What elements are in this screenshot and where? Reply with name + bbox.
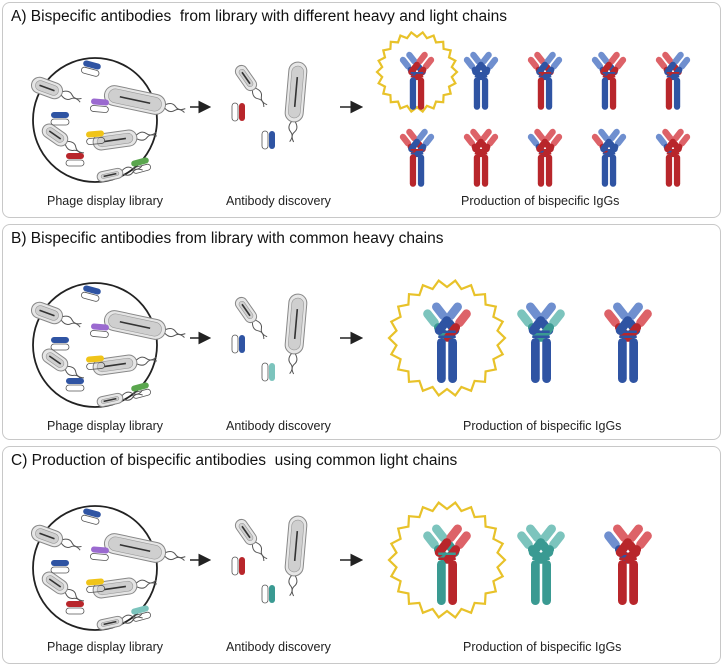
displayed-fragment-icon bbox=[80, 285, 101, 302]
displayed-fragment-icon bbox=[65, 378, 85, 392]
phage-icon bbox=[103, 85, 186, 115]
phage-icon bbox=[30, 76, 82, 103]
phage-icon bbox=[30, 301, 82, 328]
displayed-fragment-icon bbox=[261, 362, 275, 382]
phage-icon bbox=[92, 129, 158, 151]
phage-icon bbox=[41, 571, 85, 605]
highlight-star-icon bbox=[387, 501, 507, 619]
caption-antibody-discovery: Antibody discovery bbox=[226, 419, 331, 433]
displayed-fragment-icon bbox=[231, 556, 245, 576]
displayed-fragment-icon bbox=[131, 157, 152, 174]
displayed-fragment-icon bbox=[80, 60, 101, 77]
antibody-icon bbox=[463, 128, 499, 187]
highlight-star-icon bbox=[387, 279, 507, 397]
displayed-fragment-icon bbox=[86, 130, 105, 145]
caption-antibody-discovery: Antibody discovery bbox=[226, 194, 331, 208]
caption-antibody-discovery: Antibody discovery bbox=[226, 640, 331, 654]
phage-icon bbox=[41, 123, 85, 157]
displayed-fragment-icon bbox=[231, 102, 245, 122]
panel-title: A) Bispecific antibodies from library wi… bbox=[11, 8, 507, 25]
phage-icon bbox=[92, 354, 158, 376]
phage-icon bbox=[96, 165, 143, 183]
displayed-fragment-icon bbox=[90, 546, 109, 561]
phage-icon bbox=[284, 515, 308, 597]
displayed-fragment-icon bbox=[65, 153, 85, 167]
phage-icon bbox=[30, 524, 82, 551]
displayed-fragment-icon bbox=[50, 337, 70, 351]
caption-production-bispecific: Production of bispecific IgGs bbox=[463, 640, 622, 654]
displayed-fragment-icon bbox=[131, 382, 152, 399]
antibody-icon bbox=[655, 128, 691, 187]
displayed-fragment-icon bbox=[131, 605, 152, 622]
phage-icon bbox=[284, 61, 308, 143]
displayed-fragment-icon bbox=[65, 601, 85, 615]
displayed-fragment-icon bbox=[90, 323, 109, 338]
antibody-icon bbox=[604, 302, 652, 383]
antibody-icon bbox=[655, 51, 691, 110]
displayed-fragment-icon bbox=[80, 508, 101, 525]
phage-icon bbox=[103, 533, 186, 563]
panel-title: B) Bispecific antibodies from library wi… bbox=[11, 230, 444, 247]
displayed-fragment-icon bbox=[50, 112, 70, 126]
phage-icon bbox=[234, 518, 268, 562]
phage-icon bbox=[92, 577, 158, 599]
antibody-icon bbox=[591, 51, 627, 110]
panel-title: C) Production of bispecific antibodies u… bbox=[11, 452, 458, 469]
phage-icon bbox=[41, 348, 85, 382]
phage-icon bbox=[284, 293, 308, 375]
antibody-icon bbox=[517, 302, 565, 383]
caption-phage-display-library: Phage display library bbox=[47, 640, 164, 654]
displayed-fragment-icon bbox=[231, 334, 245, 354]
antibody-icon bbox=[527, 128, 563, 187]
displayed-fragment-icon bbox=[50, 560, 70, 574]
phage-icon bbox=[96, 390, 143, 408]
caption-production-bispecific: Production of bispecific IgGs bbox=[463, 419, 622, 433]
phage-icon bbox=[96, 613, 143, 631]
antibody-icon bbox=[604, 524, 652, 605]
antibody-icon bbox=[399, 51, 435, 110]
antibody-icon bbox=[527, 51, 563, 110]
caption-phage-display-library: Phage display library bbox=[47, 194, 164, 208]
displayed-fragment-icon bbox=[261, 584, 275, 604]
caption-phage-display-library: Phage display library bbox=[47, 419, 164, 433]
displayed-fragment-icon bbox=[86, 355, 105, 370]
antibody-icon bbox=[463, 51, 499, 110]
highlight-star-icon bbox=[375, 30, 459, 114]
antibody-icon bbox=[517, 524, 565, 605]
phage-icon bbox=[234, 64, 268, 108]
displayed-fragment-icon bbox=[261, 130, 275, 150]
antibody-icon bbox=[591, 128, 627, 187]
caption-production-bispecific: Production of bispecific IgGs bbox=[461, 194, 620, 208]
displayed-fragment-icon bbox=[86, 578, 105, 593]
phage-icon bbox=[103, 310, 186, 340]
antibody-icon bbox=[423, 302, 471, 383]
displayed-fragment-icon bbox=[90, 98, 109, 113]
antibody-icon bbox=[423, 524, 471, 605]
phage-icon bbox=[234, 296, 268, 340]
antibody-icon bbox=[399, 128, 435, 187]
